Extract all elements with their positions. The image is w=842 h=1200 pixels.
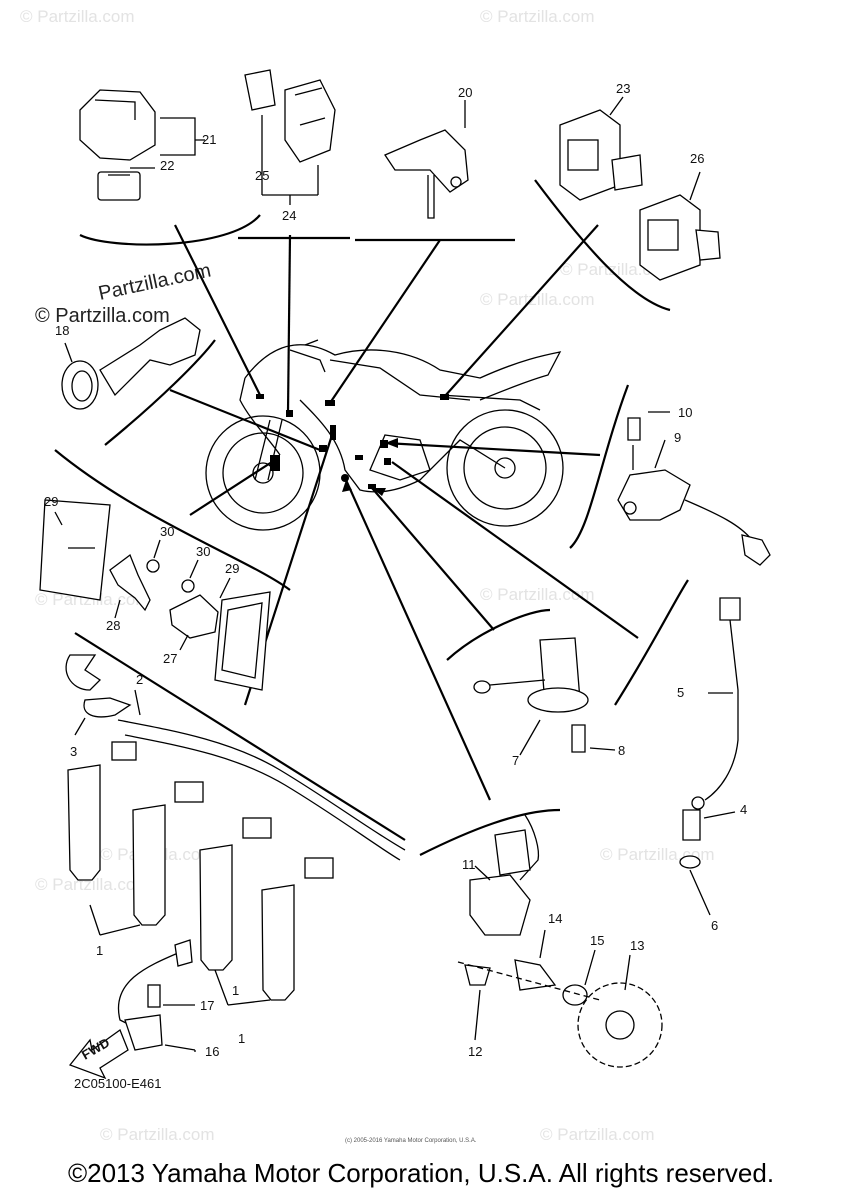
callout-29b: 29 (225, 561, 239, 576)
part-24-25-relay (244, 69, 336, 205)
part-11-15-pickup-gear (194, 814, 663, 1068)
callout-26: 26 (690, 151, 704, 166)
callout-27: 27 (163, 651, 177, 666)
watermark: © Partzilla.com (480, 7, 595, 26)
callout-13: 13 (630, 938, 644, 953)
callout-4: 4 (740, 802, 747, 817)
watermark: © Partzilla.com (480, 585, 595, 604)
fine-print: (c) 2005-2016 Yamaha Motor Corporation, … (345, 1138, 477, 1144)
part-1-2-3-harness-coils (65, 654, 406, 1006)
part-27-30-reflectors (39, 499, 271, 691)
leader-lines (169, 224, 639, 801)
callout-20: 20 (458, 85, 472, 100)
part-16-17-sensor (117, 939, 196, 1051)
group-brackets (54, 179, 689, 856)
callout-24: 24 (282, 208, 296, 223)
callout-17: 17 (200, 998, 214, 1013)
callout-16: 16 (205, 1044, 219, 1059)
callout-8: 8 (618, 743, 625, 758)
callout-1b: 1 (232, 983, 239, 998)
callout-3: 3 (70, 744, 77, 759)
callout-25: 25 (255, 168, 269, 183)
callouts: 21 22 25 24 20 23 26 18 10 9 29 30 30 29… (44, 81, 747, 1144)
callout-14: 14 (548, 911, 562, 926)
callout-30b: 30 (196, 544, 210, 559)
part-9-10-sensor (617, 411, 771, 566)
watermark: © Partzilla.com (35, 875, 150, 894)
watermark-dark: © Partzilla.com (35, 305, 170, 327)
callout-6: 6 (711, 918, 718, 933)
callout-2: 2 (136, 672, 143, 687)
watermark: © Partzilla.com (540, 1125, 655, 1144)
callout-11: 11 (462, 857, 476, 872)
callout-22: 22 (160, 158, 174, 173)
callout-15: 15 (590, 933, 604, 948)
callout-21: 21 (202, 132, 216, 147)
fwd-arrow: FWD (68, 1028, 129, 1080)
drawing-code: 2C05100-E461 (74, 1076, 161, 1091)
part-23-26-ecus (559, 96, 721, 281)
callout-1a: 1 (96, 943, 103, 958)
callout-30a: 30 (160, 524, 174, 539)
callout-5: 5 (677, 685, 684, 700)
watermark: © Partzilla.com (20, 7, 135, 26)
callout-7: 7 (512, 753, 519, 768)
part-18-sensor (61, 317, 201, 410)
motorcycle-outline (205, 339, 564, 531)
callout-10: 10 (678, 405, 692, 420)
part-7-8-sensor (473, 637, 616, 756)
callout-12: 12 (468, 1044, 482, 1059)
part-21-22-connectors (79, 89, 205, 201)
watermark: © Partzilla.com (35, 590, 150, 609)
callout-18: 18 (55, 323, 69, 338)
watermark: © Partzilla.com (100, 1125, 215, 1144)
callout-23: 23 (616, 81, 630, 96)
callout-1c: 1 (238, 1031, 245, 1046)
callout-29a: 29 (44, 494, 58, 509)
part-4-5-6-sensor (679, 597, 741, 916)
part-20-sensor (384, 100, 469, 219)
watermark: © Partzilla.com (480, 290, 595, 309)
callout-28: 28 (106, 618, 120, 633)
copyright-footer: ©2013 Yamaha Motor Corporation, U.S.A. A… (67, 1158, 775, 1188)
callout-9: 9 (674, 430, 681, 445)
